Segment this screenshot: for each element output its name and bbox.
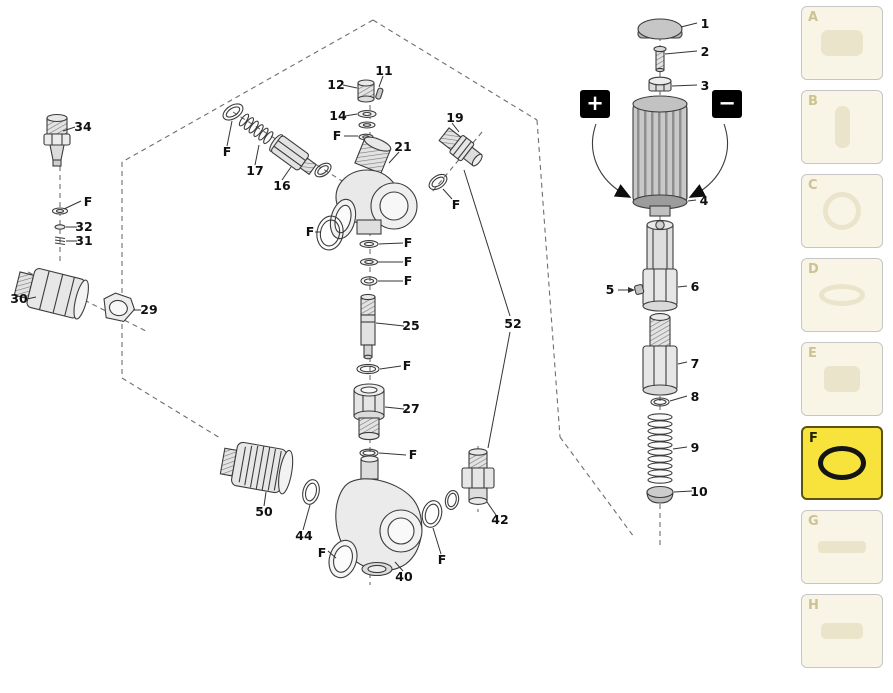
- part-21-valve-body: [329, 136, 418, 240]
- oring-40-right: [421, 500, 443, 528]
- category-tile-h[interactable]: H: [801, 594, 883, 668]
- leader-lines: [26, 22, 698, 572]
- category-tile-e[interactable]: E: [801, 342, 883, 416]
- pump-head-icon: [821, 30, 863, 56]
- part-42-fitting: [461, 448, 495, 505]
- part-32-nut: [54, 224, 66, 230]
- part-12-plug: [357, 79, 375, 103]
- category-tile-a[interactable]: A: [801, 6, 883, 80]
- part-11-pin: [375, 87, 384, 100]
- part-34-fitting: [43, 113, 71, 167]
- tile-letter: D: [808, 262, 819, 277]
- tile-letter: F: [809, 431, 818, 446]
- oring-icon: [818, 446, 866, 480]
- part-30-fitting: [13, 268, 89, 320]
- part-5-screw: [634, 284, 645, 295]
- oring-42: [444, 490, 460, 510]
- tile-letter: A: [808, 10, 819, 25]
- oring-before-21: [314, 162, 332, 178]
- category-tile-d[interactable]: D: [801, 258, 883, 332]
- part-7-fitting: [642, 313, 678, 396]
- part-27-valve: [353, 383, 385, 441]
- oring-17: [222, 103, 244, 121]
- category-tile-b[interactable]: B: [801, 90, 883, 164]
- part-6-fitting: [642, 219, 678, 312]
- oring-44: [302, 479, 320, 505]
- rotate-left-arrow: [592, 123, 632, 198]
- minus-symbol: −: [712, 90, 742, 118]
- washer-stack: [359, 240, 379, 286]
- gasket-icon: [818, 541, 866, 553]
- category-sidebar: A B C D E F G H: [801, 6, 883, 668]
- part-4-regulator-knob: [632, 95, 688, 217]
- oring-8: [650, 397, 670, 407]
- category-tile-c[interactable]: C: [801, 174, 883, 248]
- oring-under-25: [356, 363, 380, 375]
- tile-letter: E: [808, 346, 817, 361]
- part-29-nut: [103, 292, 136, 323]
- part-10-cap: [646, 485, 674, 504]
- kit-52-callout-lines: [463, 169, 511, 449]
- part-25-plunger: [360, 293, 376, 360]
- valve-seat-icon: [824, 366, 860, 392]
- part-3-nut: [648, 76, 672, 92]
- part-40-pump-body: [328, 455, 423, 579]
- part-1-cap: [637, 18, 683, 40]
- category-tile-f[interactable]: F: [801, 426, 883, 500]
- tile-letter: C: [808, 178, 818, 193]
- large-oring-icon: [823, 192, 861, 230]
- plunger-icon: [834, 106, 850, 148]
- part-14-washers: [357, 110, 377, 129]
- oring-flange-21: [316, 215, 344, 251]
- tile-letter: H: [808, 598, 819, 613]
- tile-letter: B: [808, 94, 818, 109]
- part-31-spring: [54, 236, 66, 246]
- part-2-screw: [653, 45, 667, 73]
- category-tile-g[interactable]: G: [801, 510, 883, 584]
- plus-symbol: +: [580, 90, 610, 118]
- part-17-spring: [238, 113, 274, 145]
- washer-f-left: [51, 207, 69, 215]
- part-16-fitting: [269, 134, 317, 176]
- rotate-right-arrow: [688, 123, 728, 198]
- part-19-fitting: [438, 127, 483, 167]
- tile-letter: G: [808, 514, 819, 529]
- part-50-fitting: [219, 441, 294, 495]
- cap-icon: [821, 623, 863, 639]
- oring-19: [428, 173, 448, 191]
- part-9-spring: [647, 413, 673, 484]
- seal-ring-icon: [819, 284, 865, 306]
